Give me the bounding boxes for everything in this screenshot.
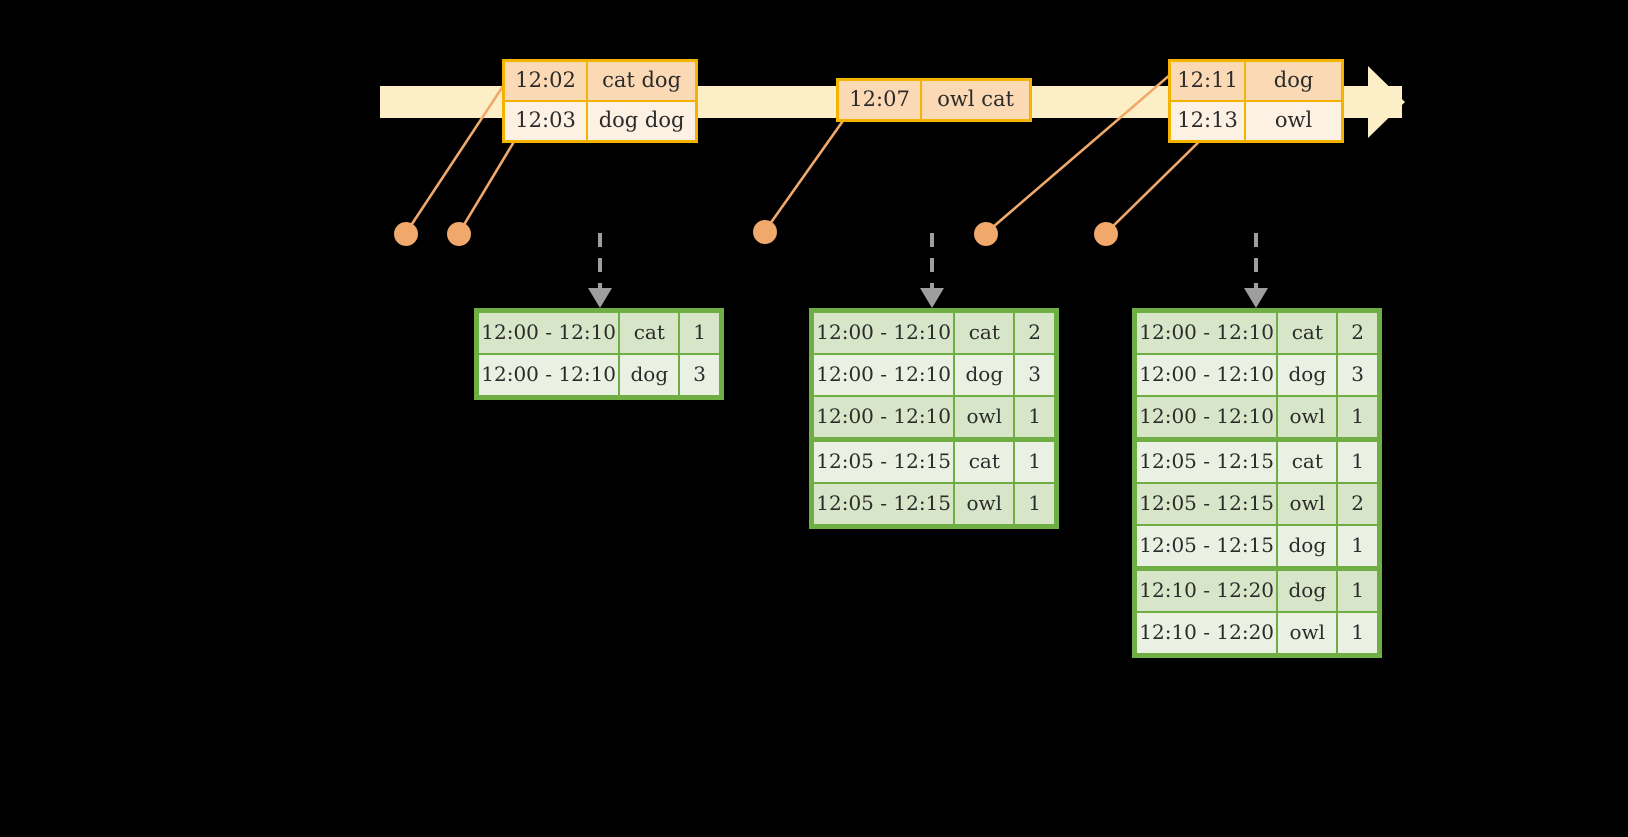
table-row: 12:00 - 12:10 dog 3 <box>813 354 1055 396</box>
event-row: 12:03 dog dog <box>505 100 695 140</box>
count-cell: 1 <box>1337 525 1378 567</box>
table-row: 12:00 - 12:10 owl 1 <box>1136 396 1378 438</box>
word-cell: cat <box>954 312 1015 354</box>
count-cell: 1 <box>679 312 720 354</box>
window-cell: 12:10 - 12:20 <box>1136 612 1278 654</box>
word-cell: dog <box>619 354 680 396</box>
event-row: 12:13 owl <box>1171 100 1341 140</box>
word-cell: cat <box>1277 441 1338 483</box>
count-cell: 3 <box>1337 354 1378 396</box>
count-cell: 1 <box>1014 441 1055 483</box>
window-cell: 12:00 - 12:10 <box>813 312 955 354</box>
table-row: 12:10 - 12:20 owl 1 <box>1136 612 1378 654</box>
window-cell: 12:00 - 12:10 <box>813 396 955 438</box>
count-cell: 2 <box>1014 312 1055 354</box>
event-time: 12:02 <box>505 62 589 100</box>
count-cell: 1 <box>1337 441 1378 483</box>
emit-arrow-2 <box>920 233 944 308</box>
word-cell: owl <box>1277 396 1338 438</box>
table-row: 12:00 - 12:10 cat 1 <box>478 312 720 354</box>
result-table-2: 12:00 - 12:10 cat 2 12:00 - 12:10 dog 3 … <box>809 308 1059 529</box>
count-cell: 1 <box>1014 483 1055 525</box>
count-cell: 2 <box>1337 483 1378 525</box>
marker-dot-1 <box>394 222 418 246</box>
word-cell: dog <box>1277 570 1338 612</box>
window-cell: 12:05 - 12:15 <box>1136 483 1278 525</box>
table-row: 12:10 - 12:20 dog 1 <box>1136 567 1378 612</box>
connector-2 <box>457 128 523 235</box>
window-cell: 12:05 - 12:15 <box>813 483 955 525</box>
window-cell: 12:10 - 12:20 <box>1136 570 1278 612</box>
table-row: 12:05 - 12:15 owl 1 <box>813 483 1055 525</box>
count-cell: 1 <box>1337 396 1378 438</box>
count-cell: 2 <box>1337 312 1378 354</box>
window-cell: 12:05 - 12:15 <box>813 441 955 483</box>
event-row: 12:11 dog <box>1171 62 1341 100</box>
event-row: 12:02 cat dog <box>505 62 695 100</box>
table-row: 12:00 - 12:10 dog 3 <box>1136 354 1378 396</box>
marker-dot-2 <box>447 222 471 246</box>
table-row: 12:05 - 12:15 cat 1 <box>813 438 1055 483</box>
word-cell: owl <box>1277 483 1338 525</box>
count-cell: 3 <box>679 354 720 396</box>
table-row: 12:05 - 12:15 dog 1 <box>1136 525 1378 567</box>
event-row: 12:07 owl cat <box>839 81 1029 119</box>
word-cell: dog <box>1277 354 1338 396</box>
table-row: 12:00 - 12:10 dog 3 <box>478 354 720 396</box>
event-words: owl <box>1246 102 1341 140</box>
table-row: 12:05 - 12:15 owl 2 <box>1136 483 1378 525</box>
table-row: 12:05 - 12:15 cat 1 <box>1136 438 1378 483</box>
window-cell: 12:00 - 12:10 <box>478 354 620 396</box>
word-cell: cat <box>954 441 1015 483</box>
window-cell: 12:05 - 12:15 <box>1136 441 1278 483</box>
window-cell: 12:00 - 12:10 <box>1136 312 1278 354</box>
connector-5 <box>1104 126 1215 235</box>
event-words: dog dog <box>588 102 695 140</box>
event-words: owl cat <box>922 81 1029 119</box>
count-cell: 1 <box>1014 396 1055 438</box>
event-time: 12:11 <box>1171 62 1247 100</box>
count-cell: 1 <box>1337 570 1378 612</box>
word-cell: owl <box>954 396 1015 438</box>
event-time: 12:03 <box>505 102 589 140</box>
emit-arrow-3 <box>1244 233 1268 308</box>
event-group-3: 12:11 dog 12:13 owl <box>1168 59 1344 143</box>
word-cell: cat <box>1277 312 1338 354</box>
event-words: cat dog <box>588 62 695 100</box>
table-row: 12:00 - 12:10 cat 2 <box>813 312 1055 354</box>
word-cell: dog <box>1277 525 1338 567</box>
event-group-1: 12:02 cat dog 12:03 dog dog <box>502 59 698 143</box>
window-cell: 12:00 - 12:10 <box>813 354 955 396</box>
emit-arrows <box>588 233 1268 308</box>
window-cell: 12:00 - 12:10 <box>1136 354 1278 396</box>
window-cell: 12:00 - 12:10 <box>1136 396 1278 438</box>
word-cell: cat <box>619 312 680 354</box>
marker-dot-5 <box>1094 222 1118 246</box>
word-cell: owl <box>954 483 1015 525</box>
connector-3 <box>763 116 847 233</box>
table-row: 12:00 - 12:10 cat 2 <box>1136 312 1378 354</box>
window-cell: 12:00 - 12:10 <box>478 312 620 354</box>
marker-dot-3 <box>753 220 777 244</box>
count-cell: 3 <box>1014 354 1055 396</box>
count-cell: 1 <box>1337 612 1378 654</box>
result-table-3: 12:00 - 12:10 cat 2 12:00 - 12:10 dog 3 … <box>1132 308 1382 658</box>
word-cell: owl <box>1277 612 1338 654</box>
table-row: 12:00 - 12:10 owl 1 <box>813 396 1055 438</box>
event-group-2: 12:07 owl cat <box>836 78 1032 122</box>
emit-arrow-1 <box>588 233 612 308</box>
event-words: dog <box>1246 62 1341 100</box>
word-cell: dog <box>954 354 1015 396</box>
marker-dot-4 <box>974 222 998 246</box>
event-time: 12:07 <box>839 81 923 119</box>
event-time: 12:13 <box>1171 102 1247 140</box>
event-markers <box>394 220 1118 246</box>
window-cell: 12:05 - 12:15 <box>1136 525 1278 567</box>
result-table-1: 12:00 - 12:10 cat 1 12:00 - 12:10 dog 3 <box>474 308 724 400</box>
